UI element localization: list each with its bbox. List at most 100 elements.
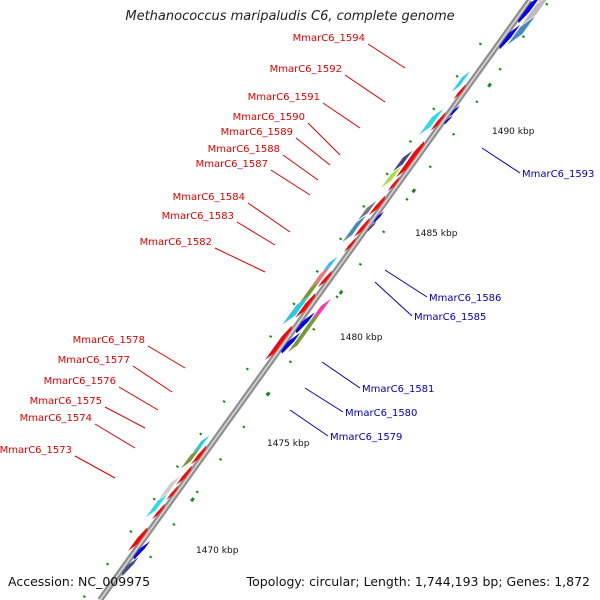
- cds-forward-13-shading: [166, 485, 179, 500]
- gene-label-reverse[interactable]: MmarC6_1579: [330, 432, 402, 443]
- gene-label-forward[interactable]: MmarC6_1584: [173, 192, 245, 203]
- tick-mark: [245, 367, 249, 371]
- tick-mark: [269, 334, 273, 339]
- gene-label-reverse[interactable]: MmarC6_1580: [345, 408, 417, 419]
- gene-label-forward[interactable]: MmarC6_1577: [58, 355, 130, 366]
- category-block-forward-1-shading: [451, 71, 471, 92]
- tick-mark: [358, 262, 362, 266]
- gene-label-reverse[interactable]: MmarC6_1581: [362, 384, 434, 395]
- cds-forward-9-shading: [295, 293, 316, 318]
- leader-line: [374, 281, 413, 317]
- cds-forward-5-shading: [368, 195, 386, 216]
- tick-mark: [312, 327, 316, 331]
- gene-label-reverse[interactable]: MmarC6_1585: [414, 312, 486, 323]
- tick-mark: [218, 457, 223, 461]
- gene-label-forward[interactable]: MmarC6_1587: [196, 159, 268, 170]
- category-block-reverse-1-shading: [537, 0, 542, 3]
- cds-forward-4-shading: [387, 176, 400, 191]
- leader-line: [247, 202, 291, 233]
- category-block-forward-6-shading: [342, 215, 366, 243]
- major-tick: [411, 188, 417, 194]
- gene-label-forward[interactable]: MmarC6_1578: [73, 335, 145, 346]
- tick-mark: [498, 67, 502, 71]
- cds-forward-7-shading: [343, 237, 356, 252]
- tick-mark: [455, 74, 459, 78]
- gene-label-forward[interactable]: MmarC6_1575: [30, 396, 102, 407]
- tick-mark: [199, 432, 203, 436]
- tick-mark: [432, 107, 436, 111]
- gene-label-forward[interactable]: MmarC6_1589: [221, 127, 293, 138]
- tick-mark: [428, 165, 432, 169]
- category-block-forward-12-shading: [180, 447, 201, 469]
- leader-line: [74, 455, 116, 479]
- cds-reverse-1-shading: [518, 0, 538, 24]
- category-block-reverse-3-shading: [507, 16, 535, 45]
- accession-text: Accession: NC_009975: [8, 574, 151, 589]
- leader-line: [118, 386, 159, 411]
- cds-forward-6-shading: [353, 217, 370, 237]
- leader-line: [322, 102, 361, 129]
- tick-mark: [385, 172, 389, 176]
- gene-label-forward[interactable]: MmarC6_1594: [293, 33, 365, 44]
- tick-mark: [475, 100, 479, 104]
- gene-label-forward[interactable]: MmarC6_1573: [0, 445, 72, 456]
- cds-reverse-7-shading: [295, 312, 315, 334]
- cds-forward-8-shading: [317, 270, 332, 288]
- gene-label-forward[interactable]: MmarC6_1592: [270, 64, 342, 75]
- tick-mark: [222, 399, 226, 404]
- tick-mark: [172, 522, 176, 526]
- gene-label-forward[interactable]: MmarC6_1576: [44, 376, 116, 387]
- gene-label-reverse[interactable]: MmarC6_1586: [429, 293, 501, 304]
- category-block-forward-5-shading: [358, 200, 377, 221]
- leader-line: [132, 365, 173, 393]
- cds-forward-1-shading: [453, 83, 466, 100]
- tick-mark: [152, 497, 156, 501]
- leader-line: [344, 74, 386, 103]
- gene-label-forward[interactable]: MmarC6_1574: [20, 413, 92, 424]
- category-block-forward-9-shading: [299, 281, 320, 303]
- cds-forward-11-shading: [190, 445, 207, 465]
- cds-forward-15-shading: [128, 527, 148, 551]
- tick-mark: [149, 555, 153, 559]
- tick-mark: [382, 230, 386, 234]
- gene-label-forward[interactable]: MmarC6_1588: [208, 144, 280, 155]
- cds-forward-3-shading: [396, 141, 425, 178]
- kbp-label: 1485 kbp: [415, 229, 458, 239]
- tick-mark: [338, 237, 343, 241]
- cds-reverse-6-shading: [367, 221, 377, 232]
- major-tick: [265, 391, 271, 397]
- gene-label-forward[interactable]: MmarC6_1583: [162, 211, 234, 222]
- gene-label-forward[interactable]: MmarC6_1590: [233, 112, 305, 123]
- leader-line: [295, 137, 331, 166]
- leader-line: [214, 247, 266, 273]
- backbone-axis-highlight: [99, 0, 531, 600]
- tick-mark: [195, 490, 199, 494]
- leader-line: [94, 423, 136, 449]
- cds-reverse-2-shading: [499, 24, 520, 50]
- major-tick: [338, 289, 344, 295]
- gene-label-forward[interactable]: MmarC6_1582: [140, 237, 212, 248]
- tick-mark: [478, 42, 482, 46]
- leader-line: [304, 387, 344, 413]
- category-block-forward-8-shading: [310, 266, 331, 288]
- category-block-forward-3-shading: [393, 150, 413, 172]
- tick-mark: [451, 132, 456, 136]
- tick-mark: [175, 464, 180, 469]
- kbp-label: 1470 kbp: [196, 546, 239, 556]
- category-block-forward-7-shading: [322, 256, 338, 273]
- tick-mark: [82, 595, 86, 599]
- leader-line: [282, 154, 319, 181]
- map-title: Methanococcus maripaludis C6, complete g…: [125, 9, 455, 24]
- cds-reverse-10-shading: [121, 557, 139, 576]
- tick-mark: [315, 269, 319, 273]
- gene-label-reverse[interactable]: MmarC6_1593: [522, 169, 594, 180]
- cds-forward-12-shading: [176, 465, 192, 485]
- genome-info-text: Topology: circular; Length: 1,744,193 bp…: [246, 574, 590, 589]
- tick-mark: [362, 204, 366, 208]
- gene-label-forward[interactable]: MmarC6_1591: [248, 92, 320, 103]
- leader-line: [367, 43, 406, 69]
- tick-mark: [521, 35, 526, 39]
- tick-mark: [408, 139, 413, 143]
- tick-mark: [545, 2, 549, 6]
